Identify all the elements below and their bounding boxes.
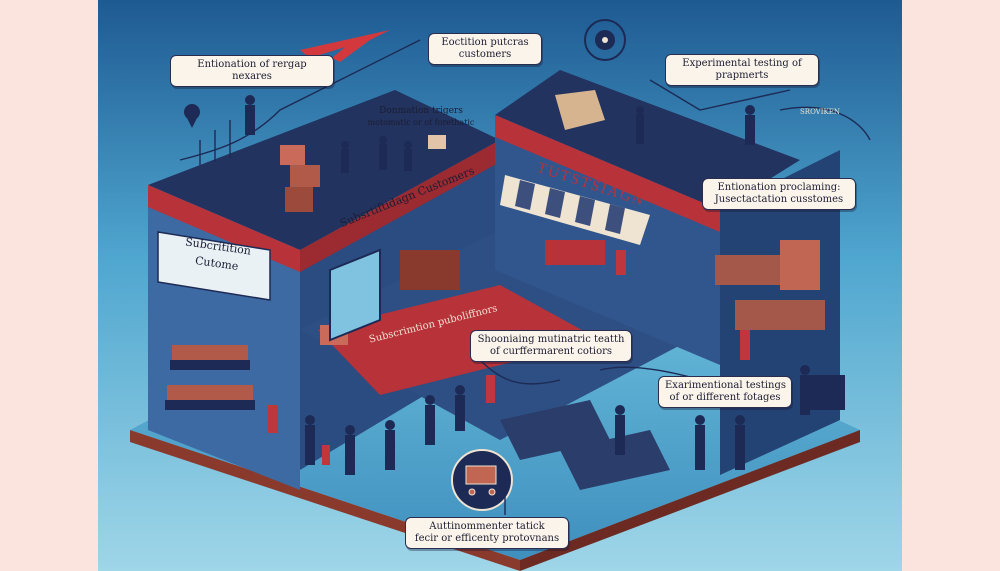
location-pin-icon xyxy=(184,104,200,128)
callout-right-mid: Entionation proclaming: Jusectactation c… xyxy=(702,178,856,210)
people-red-accents xyxy=(268,250,750,465)
counters xyxy=(500,240,845,490)
callout-top-center: Eoctition putcras customers xyxy=(428,33,542,65)
callout-text: Entionation of rergap xyxy=(197,59,307,70)
callout-text: motomatic or of forethatic xyxy=(367,118,475,127)
callout-text: of curffermarent cotiors xyxy=(489,346,613,357)
callout-text: Auttinommenter tatick xyxy=(429,521,545,532)
base-edge-right xyxy=(520,430,860,571)
callout-text: fecir or efficenty protovnans xyxy=(414,533,560,544)
callout-text: Exarimentional testings xyxy=(665,380,786,391)
callout-text: Jusectactation cusstomes xyxy=(714,194,844,205)
left-wall-panel xyxy=(157,231,271,301)
right-wall-front xyxy=(495,115,720,365)
left-cornice-side xyxy=(300,140,500,272)
roof-boxes xyxy=(280,90,605,345)
target-icon xyxy=(584,19,626,61)
callout-top-left: Entionation of rergap nexares xyxy=(170,55,334,87)
plane-icon xyxy=(300,30,390,62)
callout-text: prapmerts xyxy=(715,70,769,81)
awning-stripes xyxy=(515,180,625,234)
callout-text: customers xyxy=(458,49,512,60)
callout-bottom: Auttinommenter tatick fecir or efficenty… xyxy=(405,517,569,549)
callout-text: of or different fotages xyxy=(669,392,781,403)
left-window xyxy=(329,248,381,342)
callout-text: Shooniaing mutinatric teatth xyxy=(477,334,625,345)
left-roof xyxy=(148,90,500,250)
callout-text: Eoctition putcras xyxy=(441,37,529,48)
right-cornice xyxy=(495,115,720,232)
shelves-right xyxy=(715,240,825,330)
callout-text: nexares xyxy=(232,71,272,82)
callout-text: Experimental testing of xyxy=(682,58,802,69)
callout-roof-left: Donmation trigers motomatic or of foreth… xyxy=(355,103,487,131)
people-crowd xyxy=(245,95,810,475)
callout-text: Donmation trigers xyxy=(379,106,463,116)
small-tag: SROVIKEN xyxy=(800,108,840,116)
callout-right-low: Exarimentional testings of or different … xyxy=(658,376,792,408)
center-cornice xyxy=(318,285,600,395)
callout-top-right: Experimental testing of prapmerts xyxy=(665,54,819,86)
flow-arrows xyxy=(179,39,871,515)
callout-center: Shooniaing mutinatric teatth of curfferm… xyxy=(470,330,632,362)
left-margin xyxy=(0,0,98,571)
callout-text: Entionation proclaming: xyxy=(717,182,841,193)
shopping-cart-icon xyxy=(465,465,497,496)
shelves-left xyxy=(165,250,460,410)
right-margin xyxy=(902,0,1000,571)
